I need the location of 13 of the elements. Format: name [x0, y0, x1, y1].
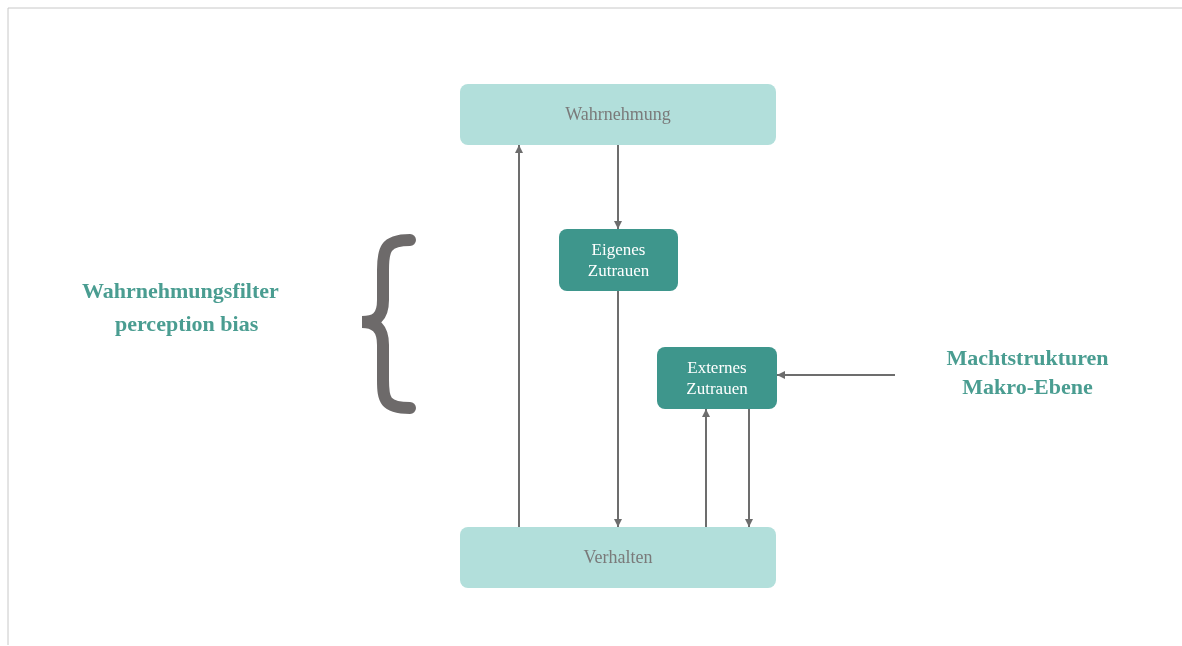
- arrow: [776, 371, 896, 379]
- arrow: [614, 290, 622, 528]
- process-box: Wahrnehmung: [460, 84, 776, 145]
- process-box: Externes Zutrauen: [657, 347, 777, 409]
- side-label: Wahrnehmungsfilter: [82, 278, 279, 304]
- arrow: [515, 144, 523, 528]
- side-label: perception bias: [115, 311, 259, 337]
- process-box: Eigenes Zutrauen: [559, 229, 678, 291]
- node-text: Machtstrukturen Makro-Ebene: [920, 338, 1135, 408]
- process-box: Verhalten: [460, 527, 776, 588]
- arrow: [745, 408, 753, 528]
- arrow: [702, 408, 710, 528]
- arrow: [614, 144, 622, 230]
